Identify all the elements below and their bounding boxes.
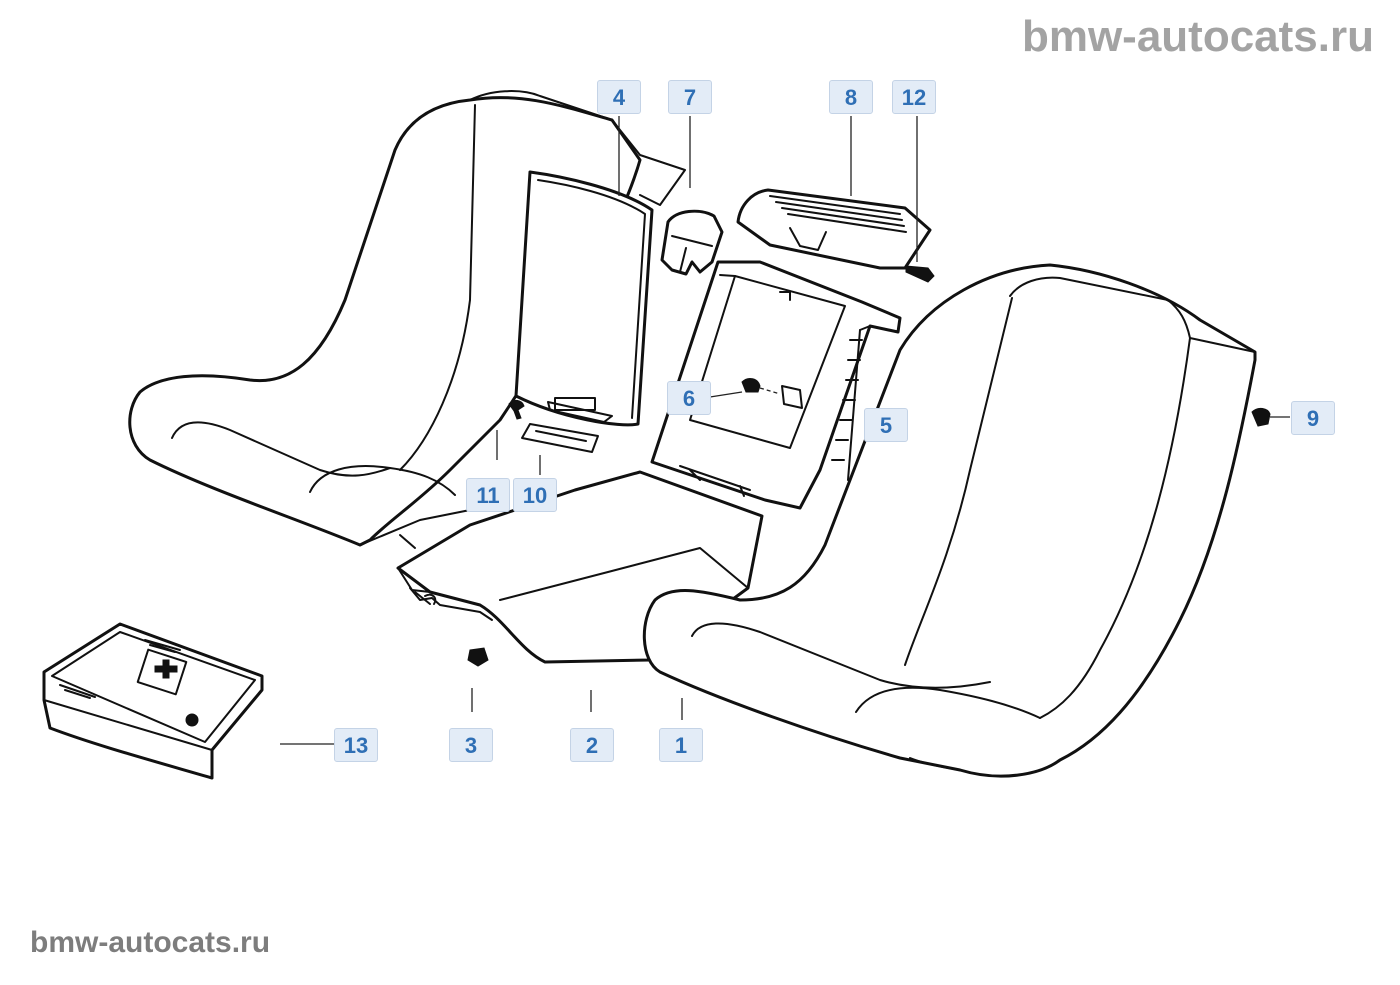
callout-13[interactable]: 13	[334, 728, 378, 762]
callout-12[interactable]: 12	[892, 80, 936, 114]
ski-bag-frame	[650, 260, 902, 510]
callout-2[interactable]: 2	[570, 728, 614, 762]
callout-3[interactable]: 3	[449, 728, 493, 762]
watermark-top: bmw-autocats.ru	[1021, 12, 1374, 61]
watermark-bottom: bmw-autocats.ru	[30, 926, 271, 959]
callout-11[interactable]: 11	[466, 478, 510, 512]
callout-1[interactable]: 1	[659, 728, 703, 762]
callout-7[interactable]: 7	[668, 80, 712, 114]
leader-lines	[280, 116, 1290, 745]
callout-4[interactable]: 4	[597, 80, 641, 114]
callout-6[interactable]: 6	[667, 381, 711, 415]
screw-and-plate	[508, 399, 599, 453]
callout-10[interactable]: 10	[513, 478, 557, 512]
armrest-cushion	[514, 170, 654, 427]
clip	[1251, 407, 1271, 427]
screw-set	[741, 378, 803, 409]
callout-8[interactable]: 8	[829, 80, 873, 114]
hinge-bracket	[660, 209, 724, 276]
top-cover	[736, 188, 935, 283]
callout-9[interactable]: 9	[1291, 401, 1335, 435]
first-aid-kit	[42, 622, 264, 780]
callout-5[interactable]: 5	[864, 408, 908, 442]
right-seat	[642, 263, 1257, 778]
